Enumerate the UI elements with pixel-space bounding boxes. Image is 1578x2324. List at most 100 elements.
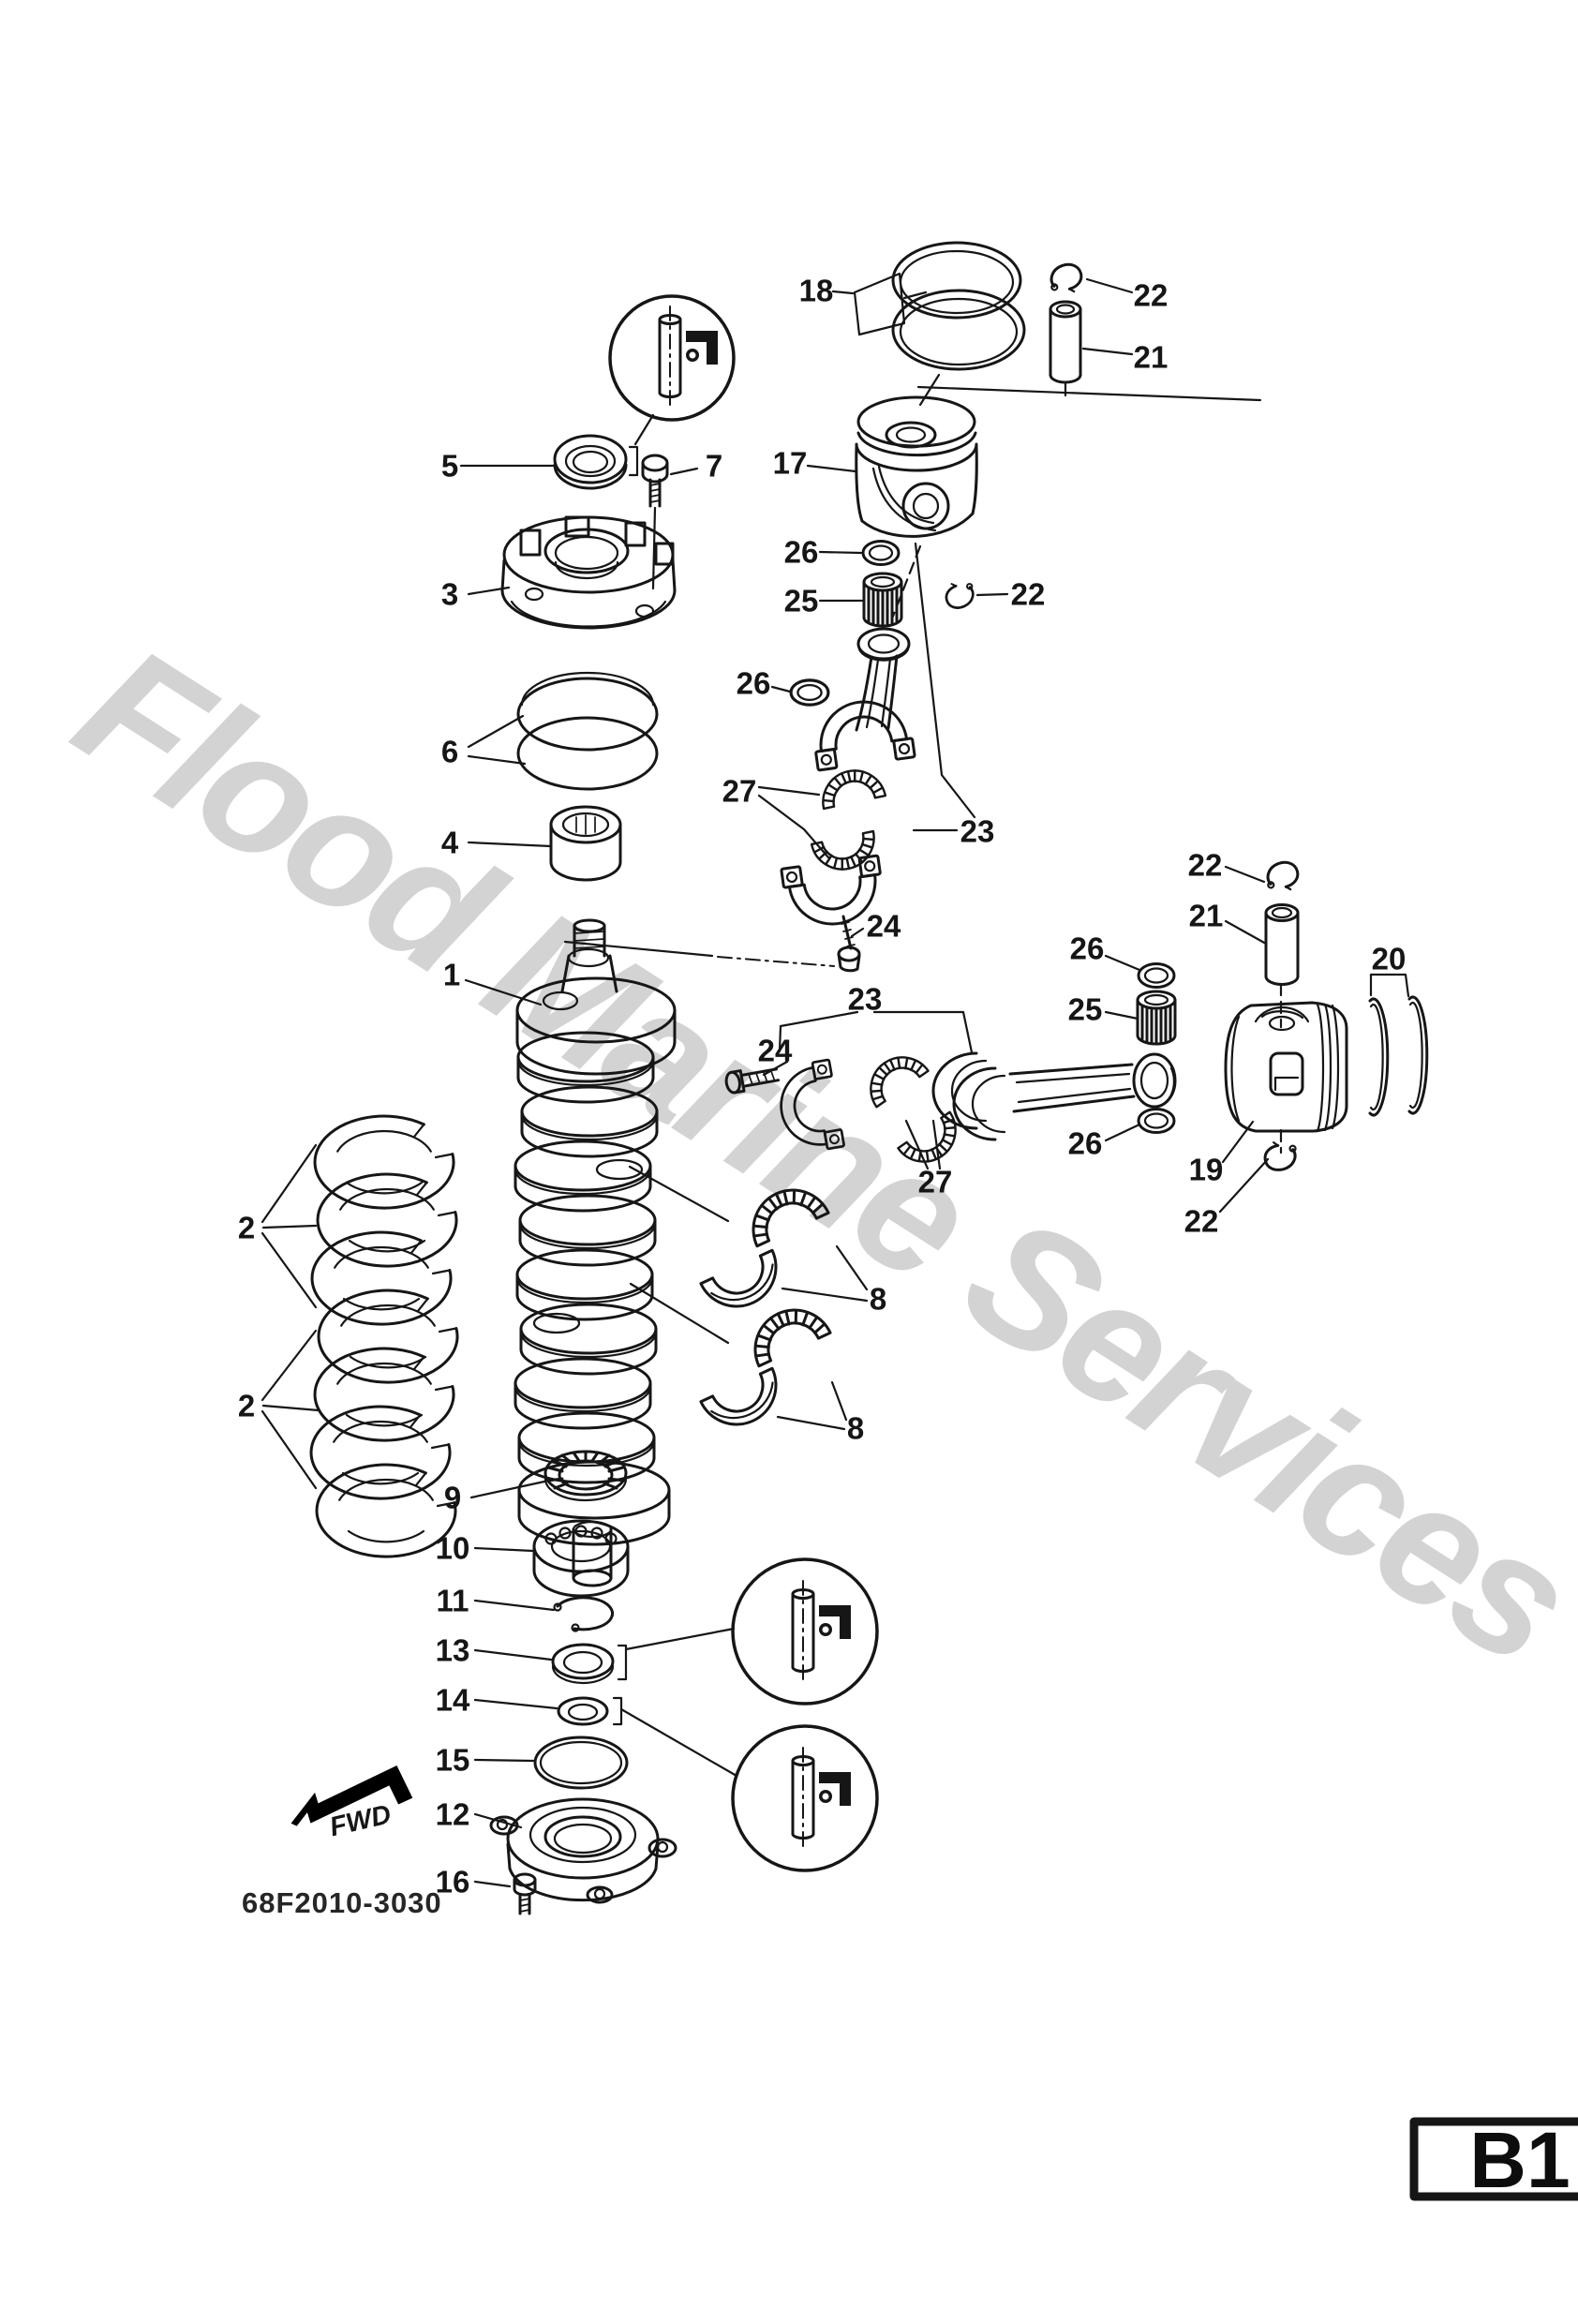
washer-26d-drawing — [1137, 1108, 1176, 1134]
callout-leader-line — [806, 464, 857, 473]
callout-leader-line — [831, 290, 855, 295]
connecting-rod-23a-drawing — [780, 627, 916, 932]
piston-pin-21-right-drawing — [1264, 903, 1300, 986]
callout-number-14: 14 — [436, 1683, 470, 1718]
callout-leader-line — [261, 1404, 320, 1412]
callout-leader-line — [975, 592, 1009, 597]
needle-bearing-25a-drawing — [862, 572, 903, 628]
callout-number-6: 6 — [441, 735, 458, 769]
callout-number-20: 20 — [1372, 942, 1407, 976]
callout-leader-line — [850, 927, 865, 938]
callout-leader-line — [473, 1599, 556, 1612]
diagram-code: 68F2010-3030 — [242, 1886, 442, 1919]
callout-number-7: 7 — [706, 449, 722, 484]
seal-9-drawing — [543, 1450, 628, 1502]
callout-number-22: 22 — [1011, 577, 1046, 612]
callout-leader-line — [628, 445, 639, 477]
callout-leader-line — [261, 1409, 318, 1490]
bolt-16-drawing — [513, 1872, 537, 1915]
callout-leader-line — [612, 1696, 623, 1726]
callout-leader-line — [835, 1244, 869, 1291]
callout-number-1: 1 — [443, 958, 460, 992]
callout-leader-line — [467, 754, 527, 766]
callout-leader-line — [757, 785, 821, 797]
callout-number-26: 26 — [1068, 1126, 1103, 1161]
piston-19-drawing — [1224, 1001, 1348, 1133]
callout-leader-line — [778, 1010, 859, 1053]
callout-leader-line — [261, 1143, 318, 1224]
callout-number-26: 26 — [737, 666, 771, 701]
bolt-7-drawing — [641, 454, 669, 590]
callout-number-15: 15 — [436, 1743, 470, 1778]
callout-number-21: 21 — [1134, 340, 1169, 375]
housing-12-drawing — [489, 1797, 677, 1904]
piston-rings-18-drawing — [891, 241, 1026, 371]
callout-number-26: 26 — [1070, 931, 1105, 966]
callout-leader-line — [931, 1119, 942, 1170]
washer-26a-drawing — [861, 540, 901, 566]
callout-number-4: 4 — [441, 826, 459, 860]
callout-leader-line — [473, 1648, 553, 1661]
callout-number-8: 8 — [847, 1411, 864, 1446]
callout-leader-line — [669, 467, 699, 476]
callout-number-21: 21 — [1189, 899, 1224, 933]
callout-leader-line — [619, 1707, 738, 1778]
callout-number-12: 12 — [436, 1797, 470, 1832]
callout-leader-line — [904, 1119, 930, 1170]
callout-number-22: 22 — [1188, 848, 1223, 883]
callout-leader-line — [1224, 919, 1268, 946]
piston-rings-20-drawing — [1368, 995, 1429, 1117]
callout-leader-line — [1224, 865, 1266, 884]
seal-ring-stack-2-drawing — [309, 1114, 459, 1558]
callout-leader-line — [1104, 1123, 1141, 1142]
callout-leader-line — [617, 1644, 628, 1681]
rod-bolt-24a-drawing — [837, 915, 861, 973]
callout-leader-line — [1081, 347, 1134, 356]
callout-leader-line — [770, 685, 792, 693]
callout-leader-line — [633, 413, 655, 446]
callout-number-24: 24 — [758, 1034, 793, 1068]
piston-17-drawing — [855, 395, 978, 538]
callout-number-27: 27 — [918, 1165, 953, 1199]
callout-leader-line — [1104, 954, 1141, 972]
callout-leader-line — [1369, 973, 1410, 998]
callout-number-18: 18 — [799, 274, 834, 308]
callout-leader-line — [872, 1010, 974, 1054]
watermark-text: Flood Marine Services — [45, 609, 1578, 1700]
callout-leader-line — [781, 1287, 869, 1303]
seal-detail-circle-bottom — [731, 1724, 879, 1872]
callout-leader-line — [473, 1546, 535, 1553]
callout-number-13: 13 — [436, 1633, 470, 1668]
circlip-22-top-drawing — [1045, 260, 1087, 299]
callout-number-2: 2 — [238, 1389, 255, 1423]
callout-number-23: 23 — [960, 814, 995, 849]
callout-leader-line — [473, 1880, 512, 1888]
connecting-rod-23b-drawing — [772, 1044, 1177, 1175]
callout-number-27: 27 — [722, 774, 757, 809]
callout-number-9: 9 — [444, 1481, 461, 1515]
callout-leader-line — [1104, 1010, 1139, 1020]
washer-26b-drawing — [789, 678, 830, 707]
callout-number-22: 22 — [1184, 1204, 1219, 1239]
callout-leader-line — [1218, 1157, 1270, 1214]
callout-leader-line — [1221, 1120, 1255, 1164]
callout-leader-line — [853, 272, 906, 336]
callout-leader-line — [624, 1627, 736, 1651]
rings-6-drawing — [516, 671, 659, 791]
callout-leader-line — [467, 714, 525, 749]
callout-leader-line — [757, 794, 830, 859]
o-ring-15-drawing — [533, 1736, 629, 1790]
callout-number-25: 25 — [784, 584, 819, 618]
fwd-arrow: FWD — [283, 1765, 413, 1865]
housing-3-drawing — [500, 515, 677, 630]
seal-14-drawing — [557, 1696, 609, 1726]
callout-leader-line — [818, 550, 863, 555]
oil-seal-5-drawing — [553, 434, 628, 490]
callout-number-23: 23 — [848, 982, 883, 1017]
callout-leader-line — [473, 1758, 535, 1763]
callout-leader-line — [902, 290, 928, 300]
callout-leader-line — [467, 841, 553, 848]
